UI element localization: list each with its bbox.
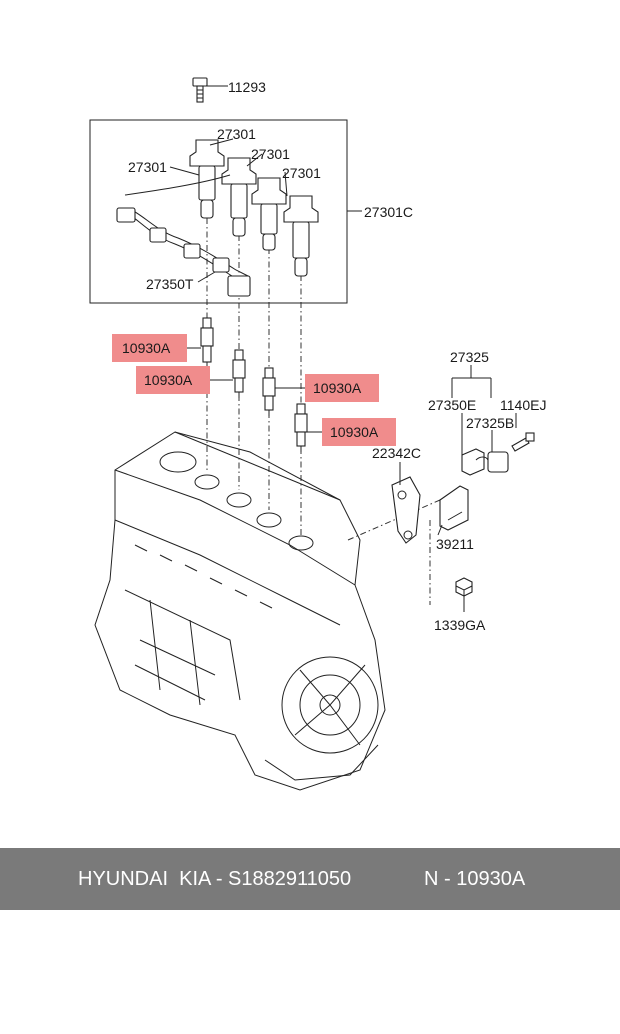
highlight-plug-1 <box>112 334 187 362</box>
label-sensor-assy: 27325 <box>450 349 489 365</box>
label-coil-set: 27301C <box>364 204 413 220</box>
label-harness: 27350T <box>146 276 194 292</box>
exploded-parts-diagram: 11293 27301 27301 27301 27301 27301C 273… <box>89 77 546 791</box>
leader-39211 <box>437 524 443 536</box>
label-plug-3: 10930A <box>313 380 362 396</box>
knock-sensor-27325B[interactable] <box>461 448 509 476</box>
label-sensor-bolt: 1140EJ <box>500 397 546 413</box>
footer-bar: HYUNDAI KIA - S1882911050 N - 10930A <box>0 848 620 910</box>
bolt-1140EJ[interactable] <box>511 432 535 452</box>
highlight-plug-3 <box>305 374 379 402</box>
label-plug-1: 10930A <box>122 340 171 356</box>
bracket-lines-27325 <box>451 365 492 398</box>
spark-plug-1[interactable] <box>200 317 214 368</box>
nut-1339GA[interactable] <box>455 577 473 597</box>
label-coil-4: 27301 <box>282 165 321 181</box>
ignition-coil-2[interactable] <box>221 157 257 237</box>
leader-sensor-group <box>461 413 517 455</box>
label-bracket-2: 39211 <box>436 536 474 552</box>
footer-brand: HYUNDAI KIA - S1882911050 <box>78 868 352 890</box>
bolt-11293[interactable] <box>192 77 208 103</box>
label-coil-3: 27301 <box>251 146 290 162</box>
spark-plug-3[interactable] <box>262 367 276 416</box>
label-nut: 1339GA <box>434 617 486 633</box>
bracket-39211[interactable] <box>439 485 469 531</box>
ignition-coil-1[interactable] <box>189 139 225 219</box>
label-bracket: 22342C <box>372 445 421 461</box>
footer-part-number: N - 10930A <box>424 868 526 890</box>
leader-10930A <box>187 347 322 433</box>
wiring-harness-27350T[interactable] <box>116 174 251 297</box>
ignition-coil-4[interactable] <box>283 195 319 277</box>
leader-27301 <box>169 138 288 197</box>
spark-plug-2[interactable] <box>232 349 246 398</box>
ignition-coil-3[interactable] <box>251 177 287 251</box>
label-plug-2: 10930A <box>144 372 193 388</box>
engine-block <box>94 431 386 791</box>
highlight-plug-4 <box>322 418 396 446</box>
bracket-22342C[interactable] <box>391 476 421 544</box>
leader-27350T <box>197 271 216 283</box>
label-coil-2: 27301 <box>128 159 167 175</box>
label-coil-1: 27301 <box>217 126 256 142</box>
label-sensor: 27325B <box>466 415 514 431</box>
label-bolt: 11293 <box>228 79 266 95</box>
spark-plug-4[interactable] <box>294 403 308 452</box>
label-plug-4: 10930A <box>330 424 379 440</box>
label-sensor-harness: 27350E <box>428 397 476 413</box>
highlight-plug-2 <box>136 366 210 394</box>
